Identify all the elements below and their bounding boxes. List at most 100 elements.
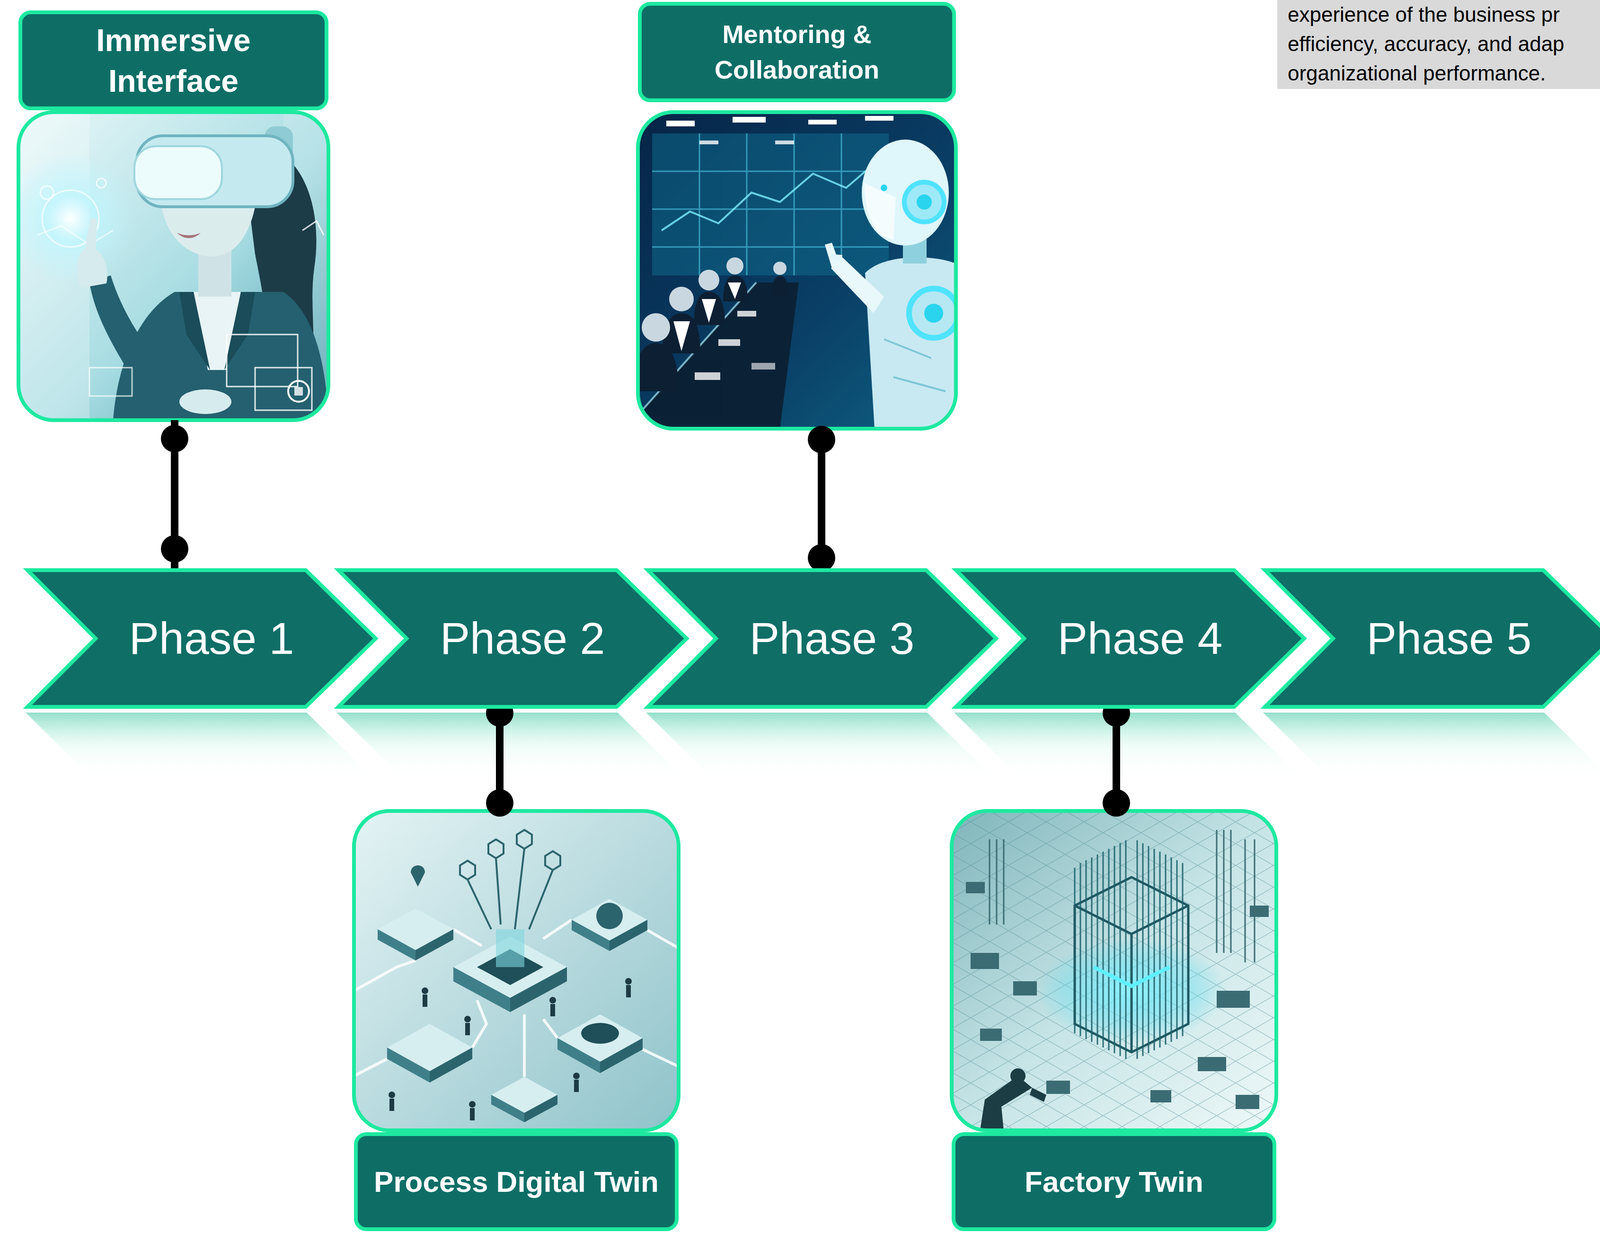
illustration-part [637, 112, 956, 429]
illustration-part [637, 257, 789, 392]
illustration-part [723, 275, 748, 302]
illustration-part [557, 1038, 601, 1074]
card-title: Process Digital Twin [369, 1163, 664, 1202]
illustration-part [718, 339, 741, 346]
card-label: Immersive Interface [18, 10, 329, 111]
illustration-part [226, 334, 298, 387]
illustration-part [980, 1028, 1002, 1042]
image-slot [18, 112, 329, 421]
illustration-part [661, 159, 880, 231]
illustration-part [179, 291, 211, 371]
illustration-part [641, 313, 671, 342]
illustration-part [77, 218, 108, 289]
illustration-part [421, 987, 429, 995]
illustration-part [1074, 877, 1189, 1053]
illustration-part [924, 303, 944, 323]
illustration-part [830, 256, 884, 314]
phase-chevron: Phase 2 [336, 568, 689, 709]
illustration-part [377, 899, 648, 1123]
illustration-part [1074, 905, 1189, 1053]
illustration-part [353, 1059, 388, 1077]
note-box: experience of the business pr efficiency… [1277, 0, 1600, 89]
phase-text-holder: Phase 5 [1263, 568, 1600, 709]
phase-label: Phase 5 [1366, 612, 1532, 665]
illustration-part [581, 1023, 619, 1044]
phase-text-holder: Phase 3 [645, 568, 999, 709]
connector-dot [160, 535, 189, 563]
illustration-part [1093, 967, 1170, 987]
feature-card: Mentoring & Collaboration [637, 1, 956, 429]
illustration-part [1150, 1090, 1172, 1103]
illustration-part [288, 380, 310, 402]
illustration-part [524, 1095, 558, 1123]
illustration-part [415, 929, 454, 961]
phase-label: Phase 3 [749, 612, 915, 665]
illustration-part [652, 133, 889, 276]
illustration-part [550, 1004, 556, 1017]
illustration-part [916, 194, 932, 210]
illustration-part [726, 257, 744, 275]
vr-illustration [4, 112, 329, 421]
connector [486, 699, 514, 817]
phase-chevron: Phase 4 [954, 568, 1307, 709]
connector-dot [807, 544, 836, 572]
image-slot [951, 811, 1277, 1131]
illustration-part [642, 1049, 679, 1067]
illustration-part [465, 1023, 470, 1036]
illustration-part [808, 119, 837, 125]
illustration-part [1074, 840, 1126, 1060]
illustration-part [545, 851, 561, 871]
card-gap [18, 110, 329, 113]
connector-dot [1102, 789, 1131, 817]
connector-dot [807, 425, 836, 454]
illustration-part [880, 184, 888, 192]
chevron-outline [955, 570, 1305, 708]
illustration-part [861, 139, 949, 246]
illustration-part [522, 1014, 526, 1078]
illustration-part [989, 830, 1255, 963]
illustration-part [1137, 840, 1183, 1060]
illustration-part [666, 120, 695, 127]
illustration-part [549, 997, 557, 1004]
illustration-part [388, 978, 632, 1121]
illustration-part [467, 848, 553, 930]
phase-label: Phase 2 [440, 612, 606, 665]
phase-label: Phase 4 [1057, 612, 1223, 665]
illustration-part [1249, 905, 1269, 918]
process-network-illustration [353, 811, 679, 1131]
feature-card: Immersive Interface [18, 10, 329, 421]
illustration-part [951, 811, 1277, 1131]
phase-text-holder: Phase 1 [25, 568, 378, 709]
illustration-part [134, 146, 222, 200]
phase-label: Phase 1 [129, 612, 295, 665]
connector [807, 425, 836, 572]
illustration-part [459, 830, 561, 930]
illustration-part [737, 310, 757, 317]
illustration-part [387, 1047, 430, 1083]
illustration-part [829, 254, 843, 262]
illustration-part [573, 1072, 580, 1080]
card-label: Mentoring & Collaboration [637, 1, 956, 103]
illustration-part [951, 811, 1277, 1131]
image-slot [637, 112, 956, 429]
illustration-part [637, 112, 956, 429]
illustration-part [491, 1095, 525, 1123]
illustration-part [574, 1079, 579, 1093]
phase-chevron: Phase 5 [1263, 568, 1600, 709]
illustration-part [336, 712, 689, 783]
illustration-part [410, 865, 425, 887]
illustration-part [40, 185, 54, 200]
illustration-part [1013, 981, 1037, 996]
note-text: experience of the business pr efficiency… [1287, 0, 1591, 89]
illustration-part [302, 220, 324, 236]
illustration-part [224, 291, 256, 371]
illustration-part [865, 115, 894, 121]
illustration-part [693, 291, 725, 326]
illustration-part [625, 978, 632, 985]
illustration-part [980, 1076, 1033, 1131]
illustration-part [647, 930, 679, 949]
chevron-outline [647, 570, 997, 708]
connector [160, 420, 189, 569]
card-label: Factory Twin [951, 1132, 1277, 1232]
illustration-part [637, 112, 956, 429]
